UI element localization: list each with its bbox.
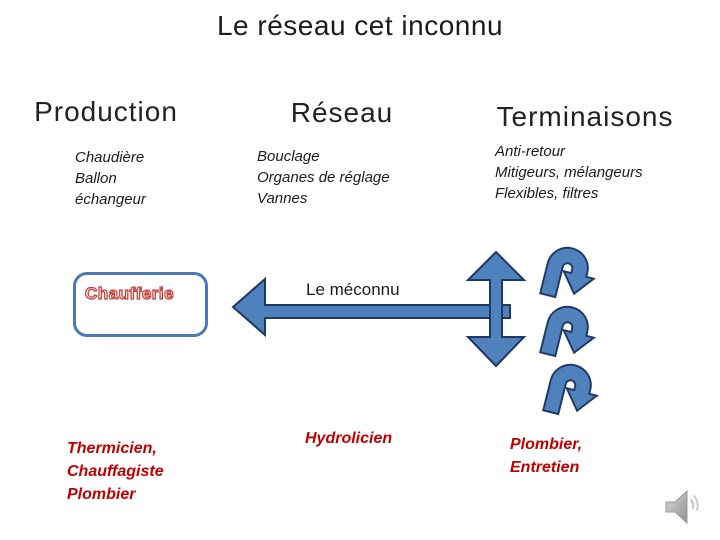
- role-line: Entretien: [510, 459, 580, 476]
- chaufferie-label: Chaufferie: [84, 283, 175, 303]
- detail-line: Chaudière: [75, 149, 145, 166]
- role-line: Plombier: [67, 486, 136, 503]
- speaker-icon[interactable]: [663, 486, 705, 530]
- detail-line: Anti-retour: [495, 143, 566, 160]
- role-line: Plombier,: [510, 436, 583, 453]
- detail-line: Vannes: [257, 190, 308, 207]
- column-header-production: Production: [34, 96, 178, 127]
- chaufferie-box: Chaufferie: [73, 272, 208, 337]
- role-line: Hydrolicien: [305, 430, 393, 447]
- detail-line: Flexibles, filtres: [495, 185, 599, 202]
- column-header-reseau: Réseau: [290, 97, 394, 128]
- up-down-arrow-icon: [465, 250, 527, 368]
- u-turn-arrow-icon: [539, 246, 596, 299]
- column-header-terminaisons: Terminaisons: [496, 101, 674, 132]
- detail-line: Ballon: [75, 170, 117, 187]
- detail-line: Organes de réglage: [257, 169, 390, 186]
- u-turn-arrow-icon: [542, 363, 599, 416]
- reseau-roles: Hydrolicien: [305, 427, 392, 450]
- arrow-assembly: [231, 250, 527, 368]
- production-details: Chaudière Ballon échangeur: [75, 147, 146, 210]
- production-roles: Thermicien, Chauffagiste Plombier: [67, 437, 164, 506]
- role-line: Chauffagiste: [67, 463, 164, 480]
- terminaisons-roles: Plombier, Entretien: [510, 433, 582, 479]
- reseau-details: Bouclage Organes de réglage Vannes: [257, 146, 390, 209]
- detail-line: Bouclage: [257, 148, 320, 165]
- meconnu-label: Le méconnu: [306, 280, 400, 299]
- slide-title: Le réseau cet inconnu: [216, 10, 504, 41]
- left-arrow-icon: [231, 276, 511, 338]
- detail-line: Mitigeurs, mélangeurs: [495, 164, 643, 181]
- detail-line: échangeur: [75, 191, 146, 208]
- role-line: Thermicien,: [67, 440, 157, 457]
- u-turn-arrow-icon: [539, 305, 596, 358]
- terminaisons-details: Anti-retour Mitigeurs, mélangeurs Flexib…: [495, 141, 643, 204]
